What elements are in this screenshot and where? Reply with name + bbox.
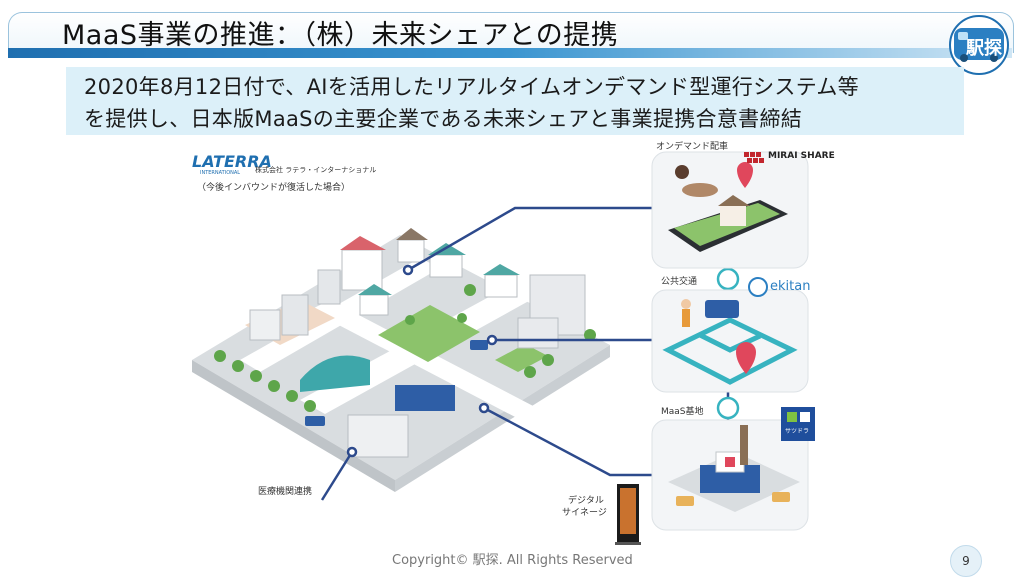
label-ondemand: オンデマンド配車 — [656, 142, 729, 152]
page-number: 9 — [950, 545, 982, 577]
map-pin-icon — [737, 162, 753, 188]
trees — [214, 284, 596, 412]
copyright-footer: Copyright© 駅探. All Rights Reserved — [392, 553, 633, 568]
public-transport-panel — [651, 289, 809, 393]
sundrug-logo: サツドラ — [785, 428, 810, 435]
label-medical: 医療機関連携 — [258, 487, 313, 497]
label-signage-1: デジタル — [568, 496, 604, 506]
banner-line-1: 2020年8月12日付で、AIを活用したリアルタイムオンデマンド型運行システム等 — [84, 75, 859, 99]
mirai-share-logo: MIRAI SHARE — [768, 151, 835, 161]
title-background — [8, 12, 1014, 53]
banner-line-2: を提供し、日本版MaaSの主要企業である未来シェアと事業提携合意書締結 — [84, 107, 803, 131]
laterra-company: 株式会社 ラテラ・インターナショナル — [255, 166, 377, 174]
ekitan-logo: ekitan — [770, 279, 811, 294]
logo-text: 駅探 — [966, 38, 1002, 59]
park — [378, 305, 480, 362]
label-public-transport: 公共交通 — [661, 277, 698, 287]
title-bar: MaaS事業の推進：（株）未来シェアとの提携 — [8, 4, 1014, 58]
link-circle — [716, 267, 740, 291]
mirai-share-logo-icon — [744, 152, 764, 163]
maas-base-panel — [651, 419, 809, 531]
buildings — [249, 228, 586, 458]
ondemand-panel — [651, 151, 809, 269]
title-underline — [8, 48, 1012, 58]
laterra-logo-sub: INTERNATIONAL — [200, 170, 241, 176]
summary-banner: 2020年8月12日付で、AIを活用したリアルタイムオンデマンド型運行システム等… — [66, 67, 964, 135]
laterra-note: （今後インバウンドが復活した場合） — [197, 183, 351, 193]
ekitan-small-logo-icon — [748, 277, 768, 297]
page-title: MaaS事業の推進：（株）未来シェアとの提携 — [62, 20, 619, 51]
laterra-logo: LATERRA — [192, 152, 272, 171]
bus-icon — [705, 300, 739, 318]
label-maas-base: MaaS基地 — [661, 407, 704, 417]
train-logo-icon — [949, 15, 1009, 75]
ekitan-badge-logo: 駅探 — [948, 14, 1010, 76]
bus — [305, 416, 325, 426]
map-pin-icon — [736, 342, 756, 374]
label-signage-2: サイネージ — [562, 508, 607, 518]
